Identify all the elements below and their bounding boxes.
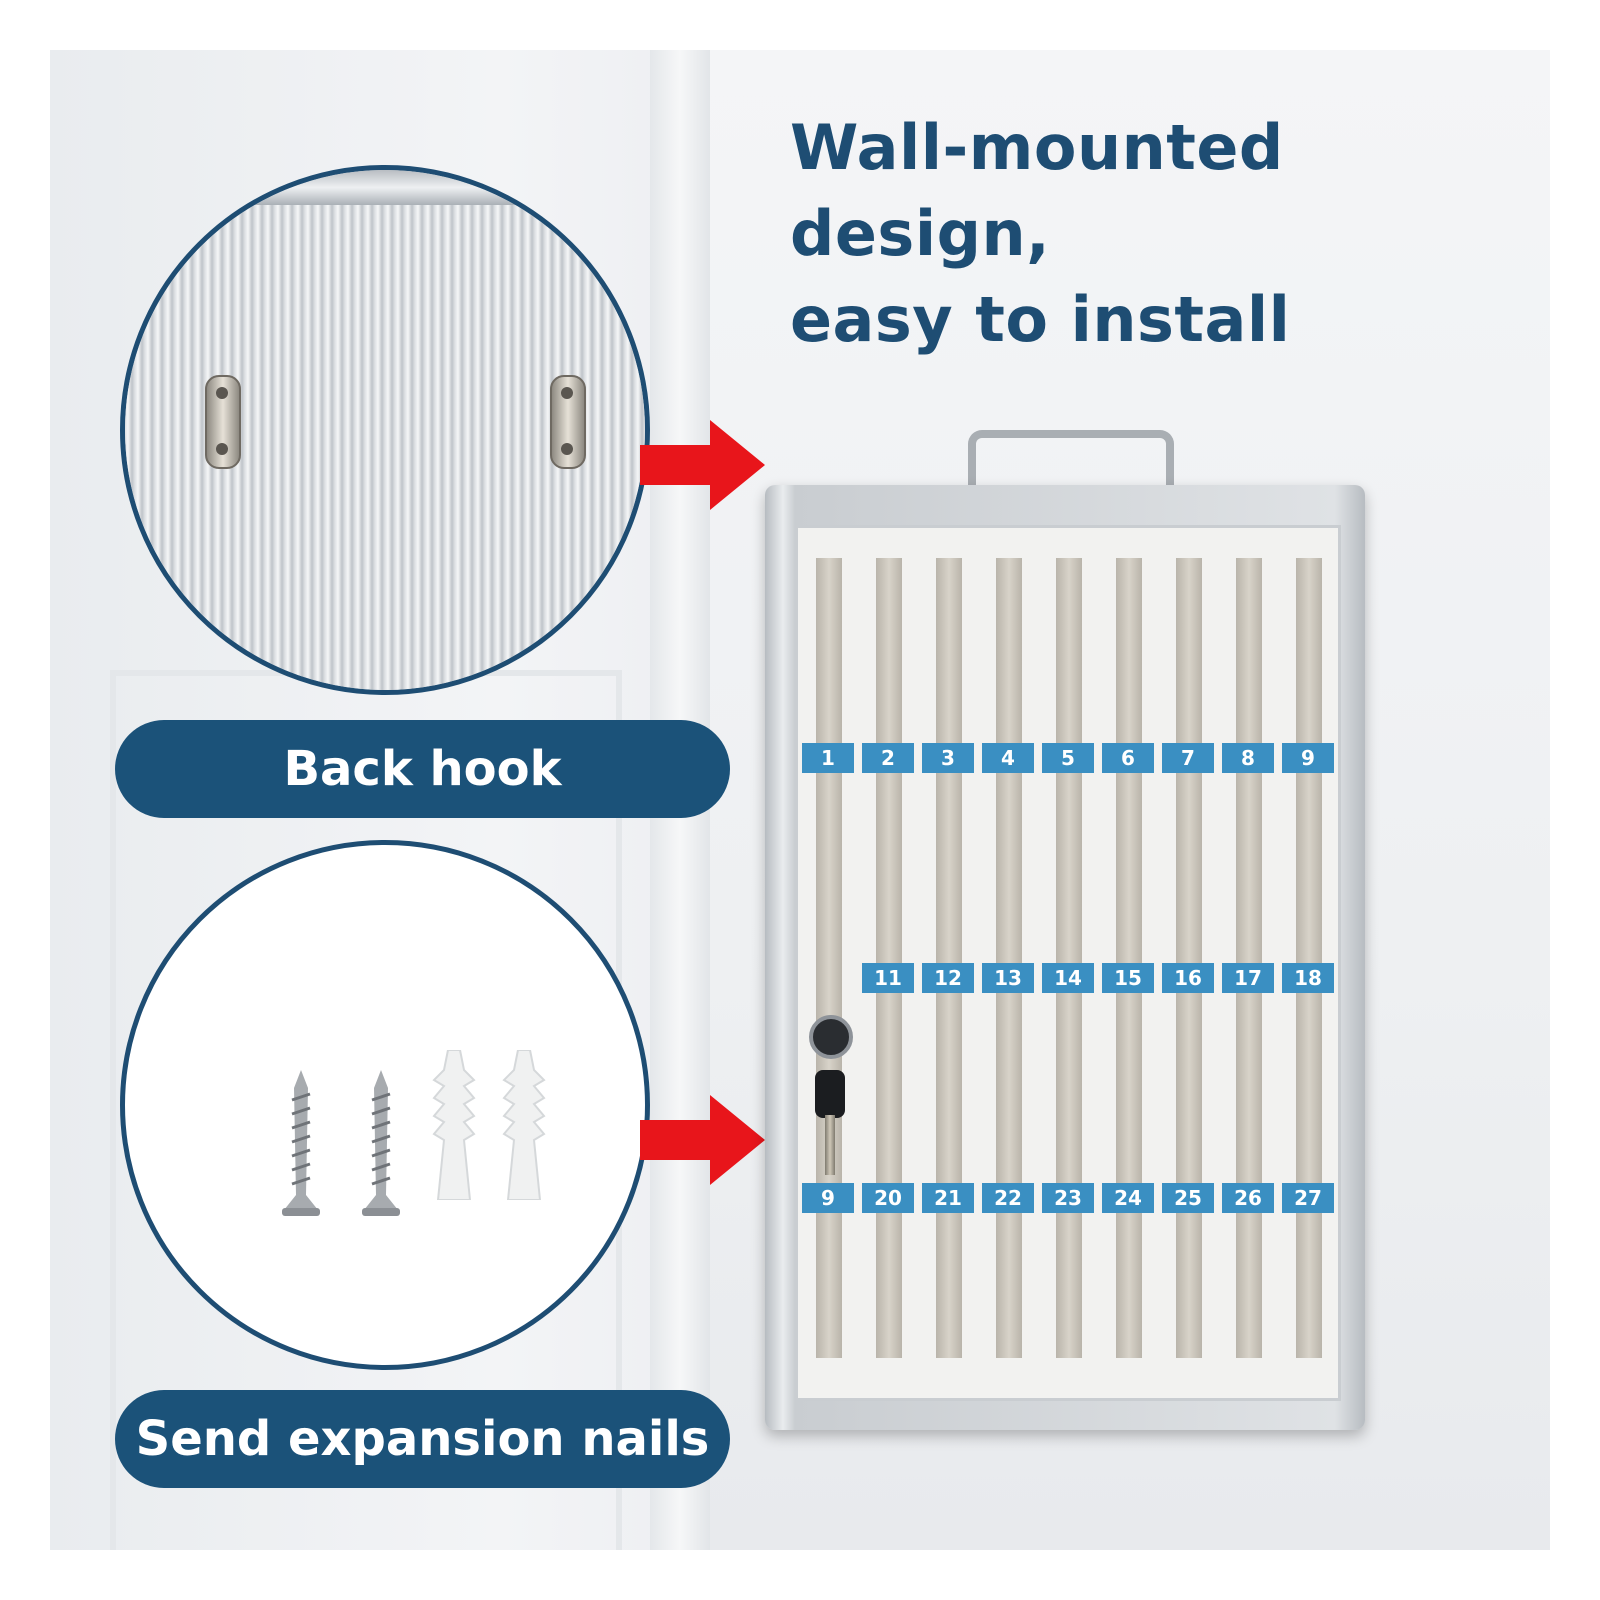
hook-left-icon (205, 375, 241, 469)
slot (1056, 558, 1082, 1358)
slot-number-tag: 16 (1162, 963, 1214, 993)
back-hook-label-text: Back hook (283, 741, 562, 797)
key-cabinet: 1 2 3 4 5 6 7 8 9 11 12 13 14 15 16 17 1… (765, 430, 1365, 1430)
slot-number-tag: 1 (802, 743, 854, 773)
cabinet-interior: 1 2 3 4 5 6 7 8 9 11 12 13 14 15 16 17 1… (795, 525, 1341, 1401)
key-blade (825, 1115, 835, 1175)
slot-number-tag: 20 (862, 1183, 914, 1213)
slot-number-tag: 15 (1102, 963, 1154, 993)
tag-row-1: 1 2 3 4 5 6 7 8 9 (798, 743, 1338, 773)
lock-icon (809, 1015, 853, 1059)
expansion-nails-label-text: Send expansion nails (135, 1411, 710, 1467)
top-rail (195, 170, 595, 205)
expansion-nails-circle (120, 840, 650, 1370)
slot (816, 558, 842, 1358)
wall-anchor-icon (432, 1050, 476, 1200)
cabinet-handle (968, 430, 1174, 498)
headline-line-2: easy to install (790, 283, 1291, 356)
hook-right-icon (550, 375, 586, 469)
slot-number-tag: 11 (862, 963, 914, 993)
slot-number-tag: 6 (1102, 743, 1154, 773)
slot-number-tag: 22 (982, 1183, 1034, 1213)
cabinet-body: 1 2 3 4 5 6 7 8 9 11 12 13 14 15 16 17 1… (765, 485, 1365, 1430)
slot-number-tag: 2 (862, 743, 914, 773)
slot-number-tag: 26 (1222, 1183, 1274, 1213)
slot-number-tag: 9 (1282, 743, 1334, 773)
slot-number-tag: 8 (1222, 743, 1274, 773)
slot-number-tag: 25 (1162, 1183, 1214, 1213)
slot (1176, 558, 1202, 1358)
key-icon (815, 1070, 845, 1118)
slot-number-tag: 13 (982, 963, 1034, 993)
wall-anchor-icon (502, 1050, 546, 1200)
slot-number-tag: 7 (1162, 743, 1214, 773)
slot-number-tag: 9 (802, 1183, 854, 1213)
slot (996, 558, 1022, 1358)
tag-row-2: 11 12 13 14 15 16 17 18 (798, 963, 1338, 993)
screw-icon (362, 1070, 400, 1216)
arrow-shape (640, 420, 765, 510)
back-hook-detail-circle (120, 165, 650, 695)
slot-number-tag: 17 (1222, 963, 1274, 993)
arrow-right-icon (640, 1095, 765, 1185)
slot (1116, 558, 1142, 1358)
slot-number-tag: 27 (1282, 1183, 1334, 1213)
slot-number-tag: 23 (1042, 1183, 1094, 1213)
slot (1236, 558, 1262, 1358)
slot-number-tag: 21 (922, 1183, 974, 1213)
slot (876, 558, 902, 1358)
expansion-nails-label: Send expansion nails (115, 1390, 730, 1488)
slot (1296, 558, 1322, 1358)
slot-number-tag: 14 (1042, 963, 1094, 993)
slot-number-tag: 4 (982, 743, 1034, 773)
slot-number-tag: 24 (1102, 1183, 1154, 1213)
slot-number-tag: 12 (922, 963, 974, 993)
back-hook-label: Back hook (115, 720, 730, 818)
slot-number-tag: 5 (1042, 743, 1094, 773)
slot-number-tag: 18 (1282, 963, 1334, 993)
headline-line-1: Wall-mounted design, (790, 111, 1284, 270)
slot (936, 558, 962, 1358)
screw-icon (282, 1070, 320, 1216)
arrow-right-icon (640, 420, 765, 510)
slot-number-tag: 3 (922, 743, 974, 773)
headline: Wall-mounted design, easy to install (790, 105, 1490, 363)
tag-row-3: 9 20 21 22 23 24 25 26 27 (798, 1183, 1338, 1213)
arrow-shape (640, 1095, 765, 1185)
